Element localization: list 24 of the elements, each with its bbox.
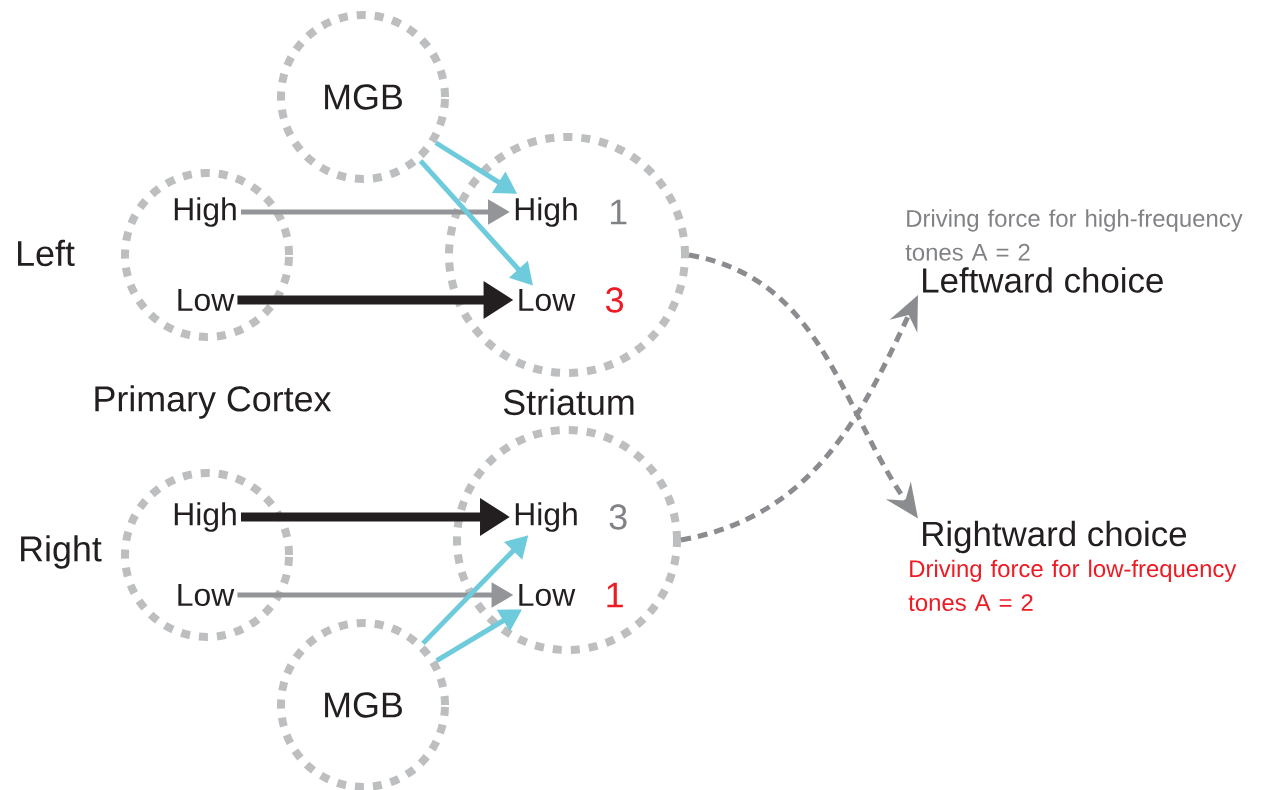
channel-label: High	[174, 502, 236, 532]
dashed-circle	[121, 169, 293, 341]
area-label: Primary Cortex	[95, 385, 332, 419]
area-label: Left	[18, 239, 75, 267]
channel-label: Low	[178, 583, 235, 607]
dashed-circle	[121, 469, 293, 641]
channel-label: High	[174, 197, 236, 227]
note-text: Driving force for low-frequency tones A = 2	[908, 559, 1237, 612]
note-text: Driving force for high-frequency tones A = 2	[905, 209, 1243, 261]
weight-number: 3	[609, 504, 627, 530]
channel-label: Low	[519, 583, 576, 607]
channel-label: High	[515, 197, 577, 227]
weight-number: 3	[606, 287, 623, 313]
area-label: Striatum	[503, 388, 634, 416]
area-label: Right	[21, 535, 102, 569]
channel-label: High	[515, 502, 577, 532]
dashed-circle	[445, 133, 689, 377]
choice-label: Rightward choice	[923, 520, 1187, 554]
choice-label: Leftward choice	[923, 267, 1163, 293]
channel-label: Low	[519, 288, 576, 312]
dashed-circle	[453, 426, 681, 654]
channel-label: Low	[178, 288, 235, 312]
weight-number: 1	[610, 199, 627, 225]
weight-number: 1	[607, 582, 623, 608]
